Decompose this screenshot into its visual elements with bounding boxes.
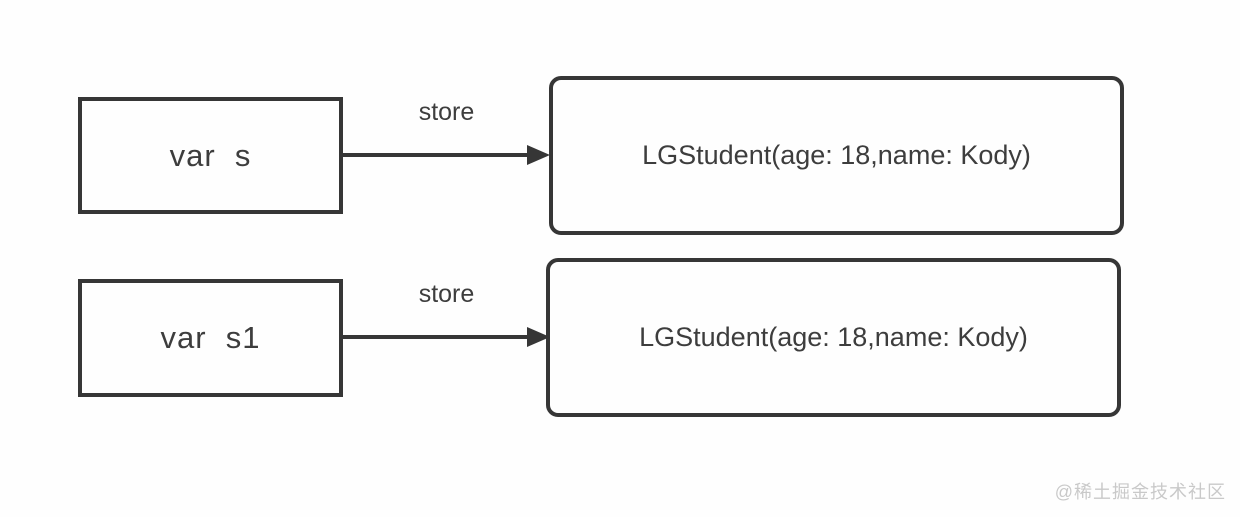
variable-box-s1: var s1 <box>78 279 343 397</box>
store-label-1: store <box>418 98 475 126</box>
watermark: @稀土掘金技术社区 <box>1054 482 1226 502</box>
variable-box-s: var s <box>78 97 343 214</box>
store-label-2: store <box>418 280 475 308</box>
store-arrow-2 <box>343 327 550 347</box>
store-arrow-1 <box>343 145 550 165</box>
variable-label-s: var s <box>169 137 252 173</box>
variable-label-s1: var s1 <box>160 320 261 355</box>
object-box-2: LGStudent(age: 18,name: Kody) <box>546 258 1121 417</box>
object-box-1: LGStudent(age: 18,name: Kody) <box>549 76 1124 235</box>
object-label-2: LGStudent(age: 18,name: Kody) <box>639 322 1028 352</box>
object-label-1: LGStudent(age: 18,name: Kody) <box>642 140 1031 170</box>
